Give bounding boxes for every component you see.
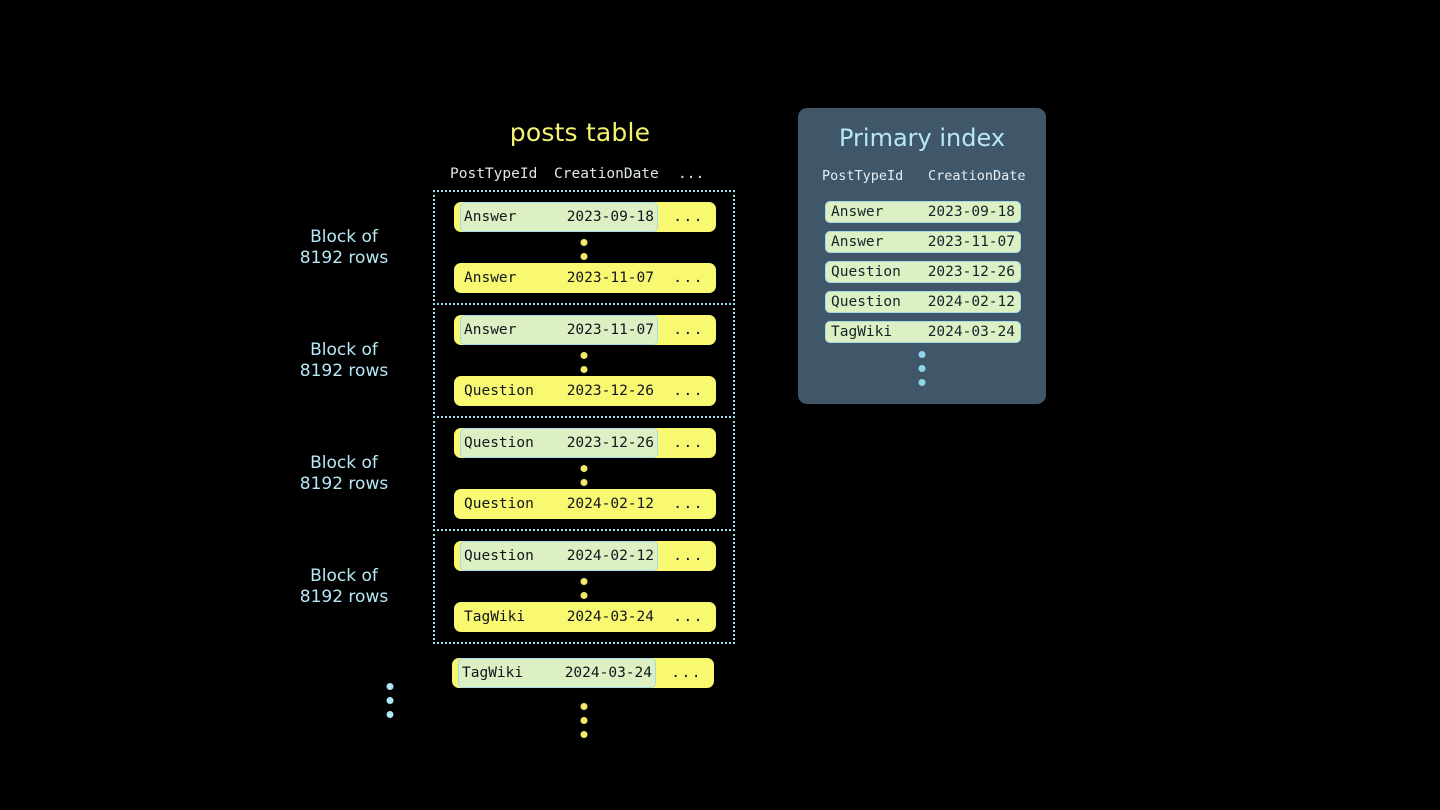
cell-posttypeid: Question [464,496,534,512]
cell-ellipsis: ... [673,496,704,512]
table-row[interactable]: Answer 2023-11-07 ... [454,263,716,293]
row-key-cells: Question 2024-02-12 [461,489,657,519]
cell-posttypeid: TagWiki [462,665,524,681]
cell-posttypeid: Question [464,435,534,451]
row-key-cells: Answer 2023-11-07 [460,315,658,345]
cell-posttypeid: TagWiki [464,609,526,625]
cell-ellipsis: ... [673,609,704,625]
cell-creationdate: 2023-11-07 [566,322,654,338]
block-group: Block of 8192 rows Answer 2023-11-07 ...… [300,303,735,418]
cell-posttypeid: Question [831,264,901,280]
primary-index-rows: Answer 2023-09-18 Answer 2023-11-07 Ques… [825,201,1021,351]
table-row[interactable]: Question 2024-02-12 ... [454,489,716,519]
cell-ellipsis: ... [673,383,704,399]
cell-creationdate: 2023-09-18 [927,204,1015,220]
posts-table-title: posts table [509,118,651,147]
cell-posttypeid: Question [831,294,901,310]
cell-posttypeid: Question [464,383,534,399]
table-row[interactable]: TagWiki 2024-03-24 ... [452,658,714,688]
block-label: Block of 8192 rows [299,339,389,381]
vertical-ellipsis-icon [918,351,926,386]
column-header-creationdate: CreationDate [928,168,1026,184]
cell-posttypeid: Question [464,548,534,564]
vertical-ellipsis-icon [386,683,394,718]
index-row[interactable]: Question 2023-12-26 [825,261,1021,283]
cell-posttypeid: Answer [464,209,517,225]
index-row[interactable]: Question 2024-02-12 [825,291,1021,313]
row-key-cells: TagWiki 2024-03-24 [458,658,656,688]
row-key-cells: Answer 2023-11-07 [461,263,657,293]
cell-posttypeid: Answer [831,204,884,220]
cell-ellipsis: ... [673,209,704,225]
column-header-posttypeid: PostTypeId [450,166,538,182]
cell-ellipsis: ... [671,665,702,681]
vertical-ellipsis-icon [580,703,588,738]
block-label: Block of 8192 rows [299,565,389,607]
primary-index-title: Primary index [838,124,1006,152]
block-label: Block of 8192 rows [299,226,389,268]
primary-index-panel: Primary index PostTypeId CreationDate An… [798,108,1046,404]
cell-creationdate: 2023-11-07 [927,234,1015,250]
trailing-row-container: TagWiki 2024-03-24 ... [433,658,735,698]
cell-creationdate: 2024-02-12 [566,548,654,564]
cell-creationdate: 2023-11-07 [566,270,654,286]
cell-posttypeid: Answer [464,322,517,338]
cell-ellipsis: ... [673,270,704,286]
table-row[interactable]: Answer 2023-11-07 ... [454,315,716,345]
table-row[interactable]: Question 2023-12-26 ... [454,376,716,406]
column-header-creationdate: CreationDate [554,166,659,182]
table-row[interactable]: Question 2024-02-12 ... [454,541,716,571]
cell-creationdate: 2024-03-24 [564,665,652,681]
block-group: Block of 8192 rows Question 2024-02-12 .… [300,529,735,644]
cell-ellipsis: ... [673,548,704,564]
row-key-cells: Question 2023-12-26 [460,428,658,458]
cell-posttypeid: TagWiki [831,324,893,340]
block-group: Block of 8192 rows Answer 2023-09-18 ...… [300,190,735,305]
cell-creationdate: 2023-12-26 [566,435,654,451]
index-row[interactable]: TagWiki 2024-03-24 [825,321,1021,343]
row-key-cells: Answer 2023-09-18 [460,202,658,232]
cell-creationdate: 2024-03-24 [566,609,654,625]
column-header-posttypeid: PostTypeId [822,168,904,184]
row-key-cells: Question 2024-02-12 [460,541,658,571]
cell-ellipsis: ... [673,435,704,451]
column-header-ellipsis: ... [678,166,705,182]
cell-creationdate: 2024-02-12 [566,496,654,512]
cell-ellipsis: ... [673,322,704,338]
row-key-cells: TagWiki 2024-03-24 [461,602,657,632]
cell-posttypeid: Answer [464,270,517,286]
table-row[interactable]: Question 2023-12-26 ... [454,428,716,458]
cell-creationdate: 2023-12-26 [927,264,1015,280]
row-key-cells: Question 2023-12-26 [461,376,657,406]
block-list: Block of 8192 rows Answer 2023-09-18 ...… [300,190,735,644]
block-group: Block of 8192 rows Question 2023-12-26 .… [300,416,735,531]
table-row[interactable]: Answer 2023-09-18 ... [454,202,716,232]
cell-creationdate: 2024-03-24 [927,324,1015,340]
cell-creationdate: 2023-12-26 [566,383,654,399]
index-row[interactable]: Answer 2023-11-07 [825,231,1021,253]
table-row[interactable]: TagWiki 2024-03-24 ... [454,602,716,632]
posts-table-diagram: posts table PostTypeId CreationDate ... … [300,118,740,738]
cell-creationdate: 2023-09-18 [566,209,654,225]
cell-creationdate: 2024-02-12 [927,294,1015,310]
index-row[interactable]: Answer 2023-09-18 [825,201,1021,223]
block-label: Block of 8192 rows [299,452,389,494]
cell-posttypeid: Answer [831,234,884,250]
